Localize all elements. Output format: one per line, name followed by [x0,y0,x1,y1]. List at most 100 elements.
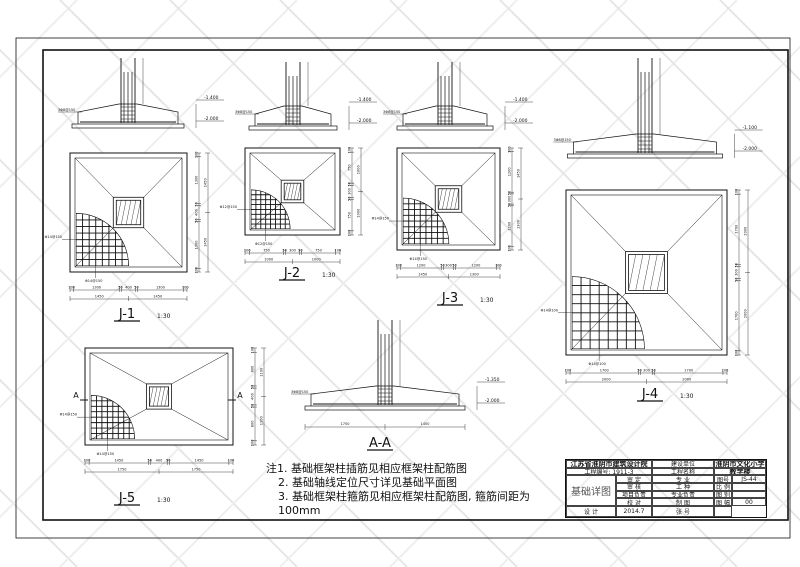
elevation-top: -1.400 [513,97,528,103]
title-block: 江苏省淮阴市建筑设计院 建设单位 淮阴市文化小学 工程编号: 1911-3 工程… [565,459,767,518]
dim-text: 750 [348,164,352,171]
slope-line [401,152,436,186]
slope-line [461,212,496,246]
dim-text: 100 [244,249,251,253]
dim-text: 100 [182,286,189,290]
watermark-line [0,0,408,409]
rebar-label: 3Φ8@150 [554,138,571,142]
dim-text: 1200 [472,264,481,268]
detail-label-j4: J-4 [641,387,658,402]
dim-text: 100 [348,147,352,154]
hatch [283,183,288,200]
role: 校 对 [616,498,652,506]
role: 专业负责 [652,490,714,499]
dim-text: 50 [195,202,199,206]
footing-inner [74,157,183,268]
dim-text: 50 [508,191,512,195]
dim-text: 50 [251,404,255,408]
dim-text: 50 [508,203,512,207]
dim-total: 1000 [357,165,361,174]
rebar-label: Φ12@150 [255,242,272,246]
dim-total: 2000 [682,378,691,382]
dim-text: 50 [735,277,739,281]
side-label: 张 号 [652,505,714,517]
dim-text: 50 [118,286,122,290]
detail-label-j5: J-5 [118,491,135,506]
dim-text: 100 [735,350,739,357]
dim-text: 1200 [417,264,426,268]
dim-total: 2000 [602,378,611,382]
dim-total: 1450 [95,295,104,299]
dim-text: 50 [440,264,444,268]
hatch [125,200,132,225]
detail-scale: 1:30 [480,297,494,304]
note-1: 注1. 基础框架柱插筋见相应框架柱配筋图 [266,462,467,475]
role: 专 业 [652,475,714,483]
client-label: 建设单位 [652,460,714,468]
dim-total: 1000 [312,258,321,262]
elevation-bottom: -2.000 [357,118,372,124]
elevation-top: -1.400 [357,97,372,103]
hatch [135,200,141,225]
dim-text: 1750 [341,422,350,426]
watermark-line [169,0,738,567]
role: 制 图 [652,498,714,506]
hatch [120,200,127,225]
hatch [642,254,651,291]
dim-text: 100 [565,369,572,373]
dim-text: 50 [452,264,456,268]
watermark-line [0,0,518,519]
general-notes: 注1. 基础框架柱插筋见相应框架柱配筋图 2. 基础轴线定位尺寸详见基础平面图 … [266,462,556,518]
cushion-layer [71,123,185,129]
cushion-layer [396,125,494,131]
detail-label-j3: J-3 [441,291,458,306]
watermark-line [0,378,188,567]
side-label: 图 别 [714,490,732,499]
hatch [130,200,137,225]
mesh-boundary [75,213,129,267]
slope-line [74,227,114,268]
section-mark-right: A [237,391,243,400]
dim-text: 750 [263,249,270,253]
dim-text: 800 [251,366,255,373]
dim-total: 1750 [192,468,201,472]
role: 审 核 [616,482,652,491]
column [283,182,302,201]
hatch [446,188,451,210]
side-value [732,482,766,491]
dim-text: 1200 [508,222,512,231]
slope-line [461,152,496,186]
slope-line [401,212,436,246]
dim-text: 100 [251,440,255,447]
hatch [442,188,447,210]
dim-text: 100 [84,459,91,463]
elevation-bottom: -2.000 [485,398,500,404]
dim-text: 50 [651,369,655,373]
dim-total: 1750 [118,468,127,472]
project-number: 工程编号: 1911-3 [566,467,652,476]
detail-scale: 1:30 [322,272,336,279]
client-name: 淮阴市文化小学 [714,460,766,468]
rebar-label: Φ14@150 [45,235,62,239]
hatch [635,254,644,291]
dim-text: 100 [508,245,512,252]
watermark-line [0,0,78,79]
plan-view-j5 [84,347,234,446]
dim-total: 1000 [264,258,273,262]
role: 工 种 [652,482,714,491]
watermark-line [0,268,298,567]
rebar-label: Φ14@100 [588,362,605,366]
dim-text: 100 [722,369,729,373]
hatch [287,183,292,200]
rebar-label: Φ14@150 [410,257,427,261]
column [437,188,460,210]
column [148,386,170,407]
dim-total: 1450 [517,169,521,178]
rebar-label: 3Φ8@150 [291,390,308,394]
dim-text: 100 [334,249,341,253]
slope-line [74,157,114,198]
watermark-line [279,45,800,567]
dim-text: 100 [195,151,199,158]
dim-text: 1700 [735,225,739,234]
